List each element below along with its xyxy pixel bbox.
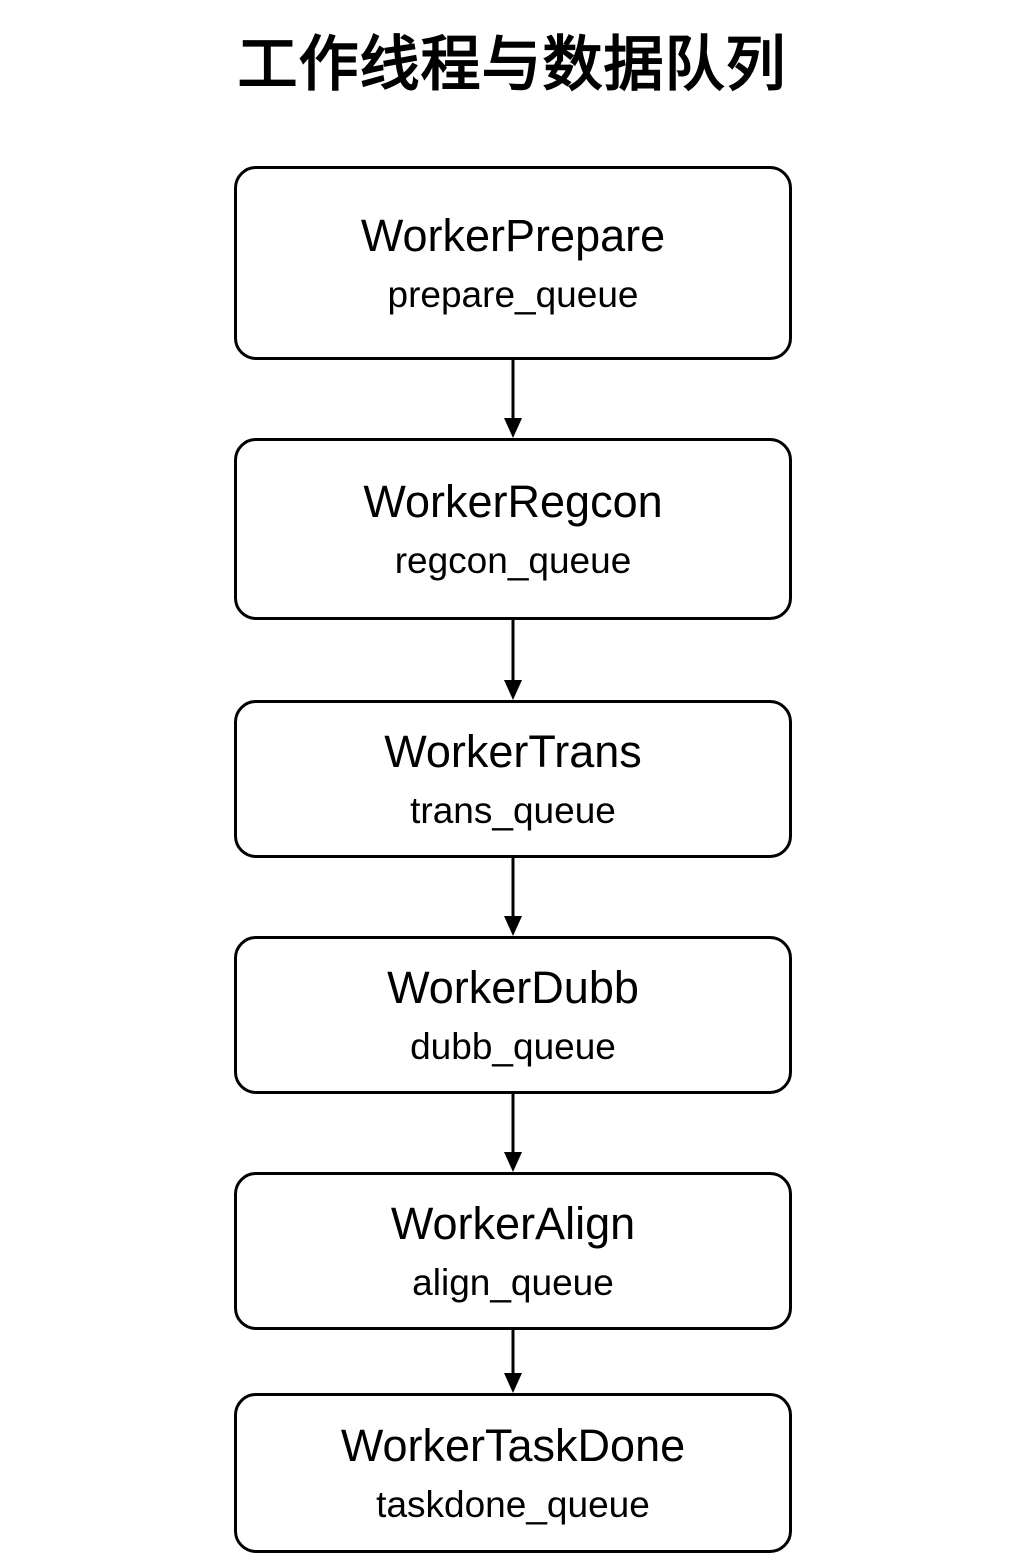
flow-node-queue: taskdone_queue [376, 1484, 650, 1525]
flow-node-queue: align_queue [412, 1262, 614, 1303]
flow-node-trans[interactable]: WorkerTrans trans_queue [234, 700, 792, 858]
flow-node-queue: regcon_queue [394, 540, 632, 581]
down-arrow-icon [504, 1330, 522, 1393]
flow-node-align[interactable]: WorkerAlign align_queue [234, 1172, 792, 1330]
flow-node-dubb[interactable]: WorkerDubb dubb_queue [234, 936, 792, 1094]
flow-edge-trans-to-dubb [234, 858, 792, 936]
flow-node-title: WorkerDubb [387, 962, 639, 1013]
flow-node-taskdone[interactable]: WorkerTaskDone taskdone_queue [234, 1393, 792, 1553]
down-arrow-icon [504, 620, 522, 700]
flow-node-regcon[interactable]: WorkerRegcon regcon_queue [234, 438, 792, 620]
flow-node-title: WorkerTrans [384, 726, 642, 777]
down-arrow-icon [504, 360, 522, 438]
flow-edge-dubb-to-align [234, 1094, 792, 1172]
flow-node-queue: prepare_queue [387, 274, 639, 315]
flow-node-title: WorkerRegcon [363, 476, 663, 527]
flow-edge-prepare-to-regcon [234, 360, 792, 438]
flow-node-queue: dubb_queue [410, 1026, 616, 1067]
flow-node-queue: trans_queue [410, 790, 616, 831]
down-arrow-icon [504, 1094, 522, 1172]
flow-node-title: WorkerAlign [390, 1198, 636, 1249]
flow-node-column: WorkerPrepare prepare_queue WorkerRegcon… [234, 166, 792, 1553]
flow-edge-align-to-taskdone [234, 1330, 792, 1393]
flow-node-title: WorkerPrepare [360, 210, 666, 261]
page-title: 工作线程与数据队列 [237, 31, 787, 98]
down-arrow-icon [504, 858, 522, 936]
flow-edge-regcon-to-trans [234, 620, 792, 700]
flow-node-title: WorkerTaskDone [340, 1420, 686, 1471]
flow-node-prepare[interactable]: WorkerPrepare prepare_queue [234, 166, 792, 360]
